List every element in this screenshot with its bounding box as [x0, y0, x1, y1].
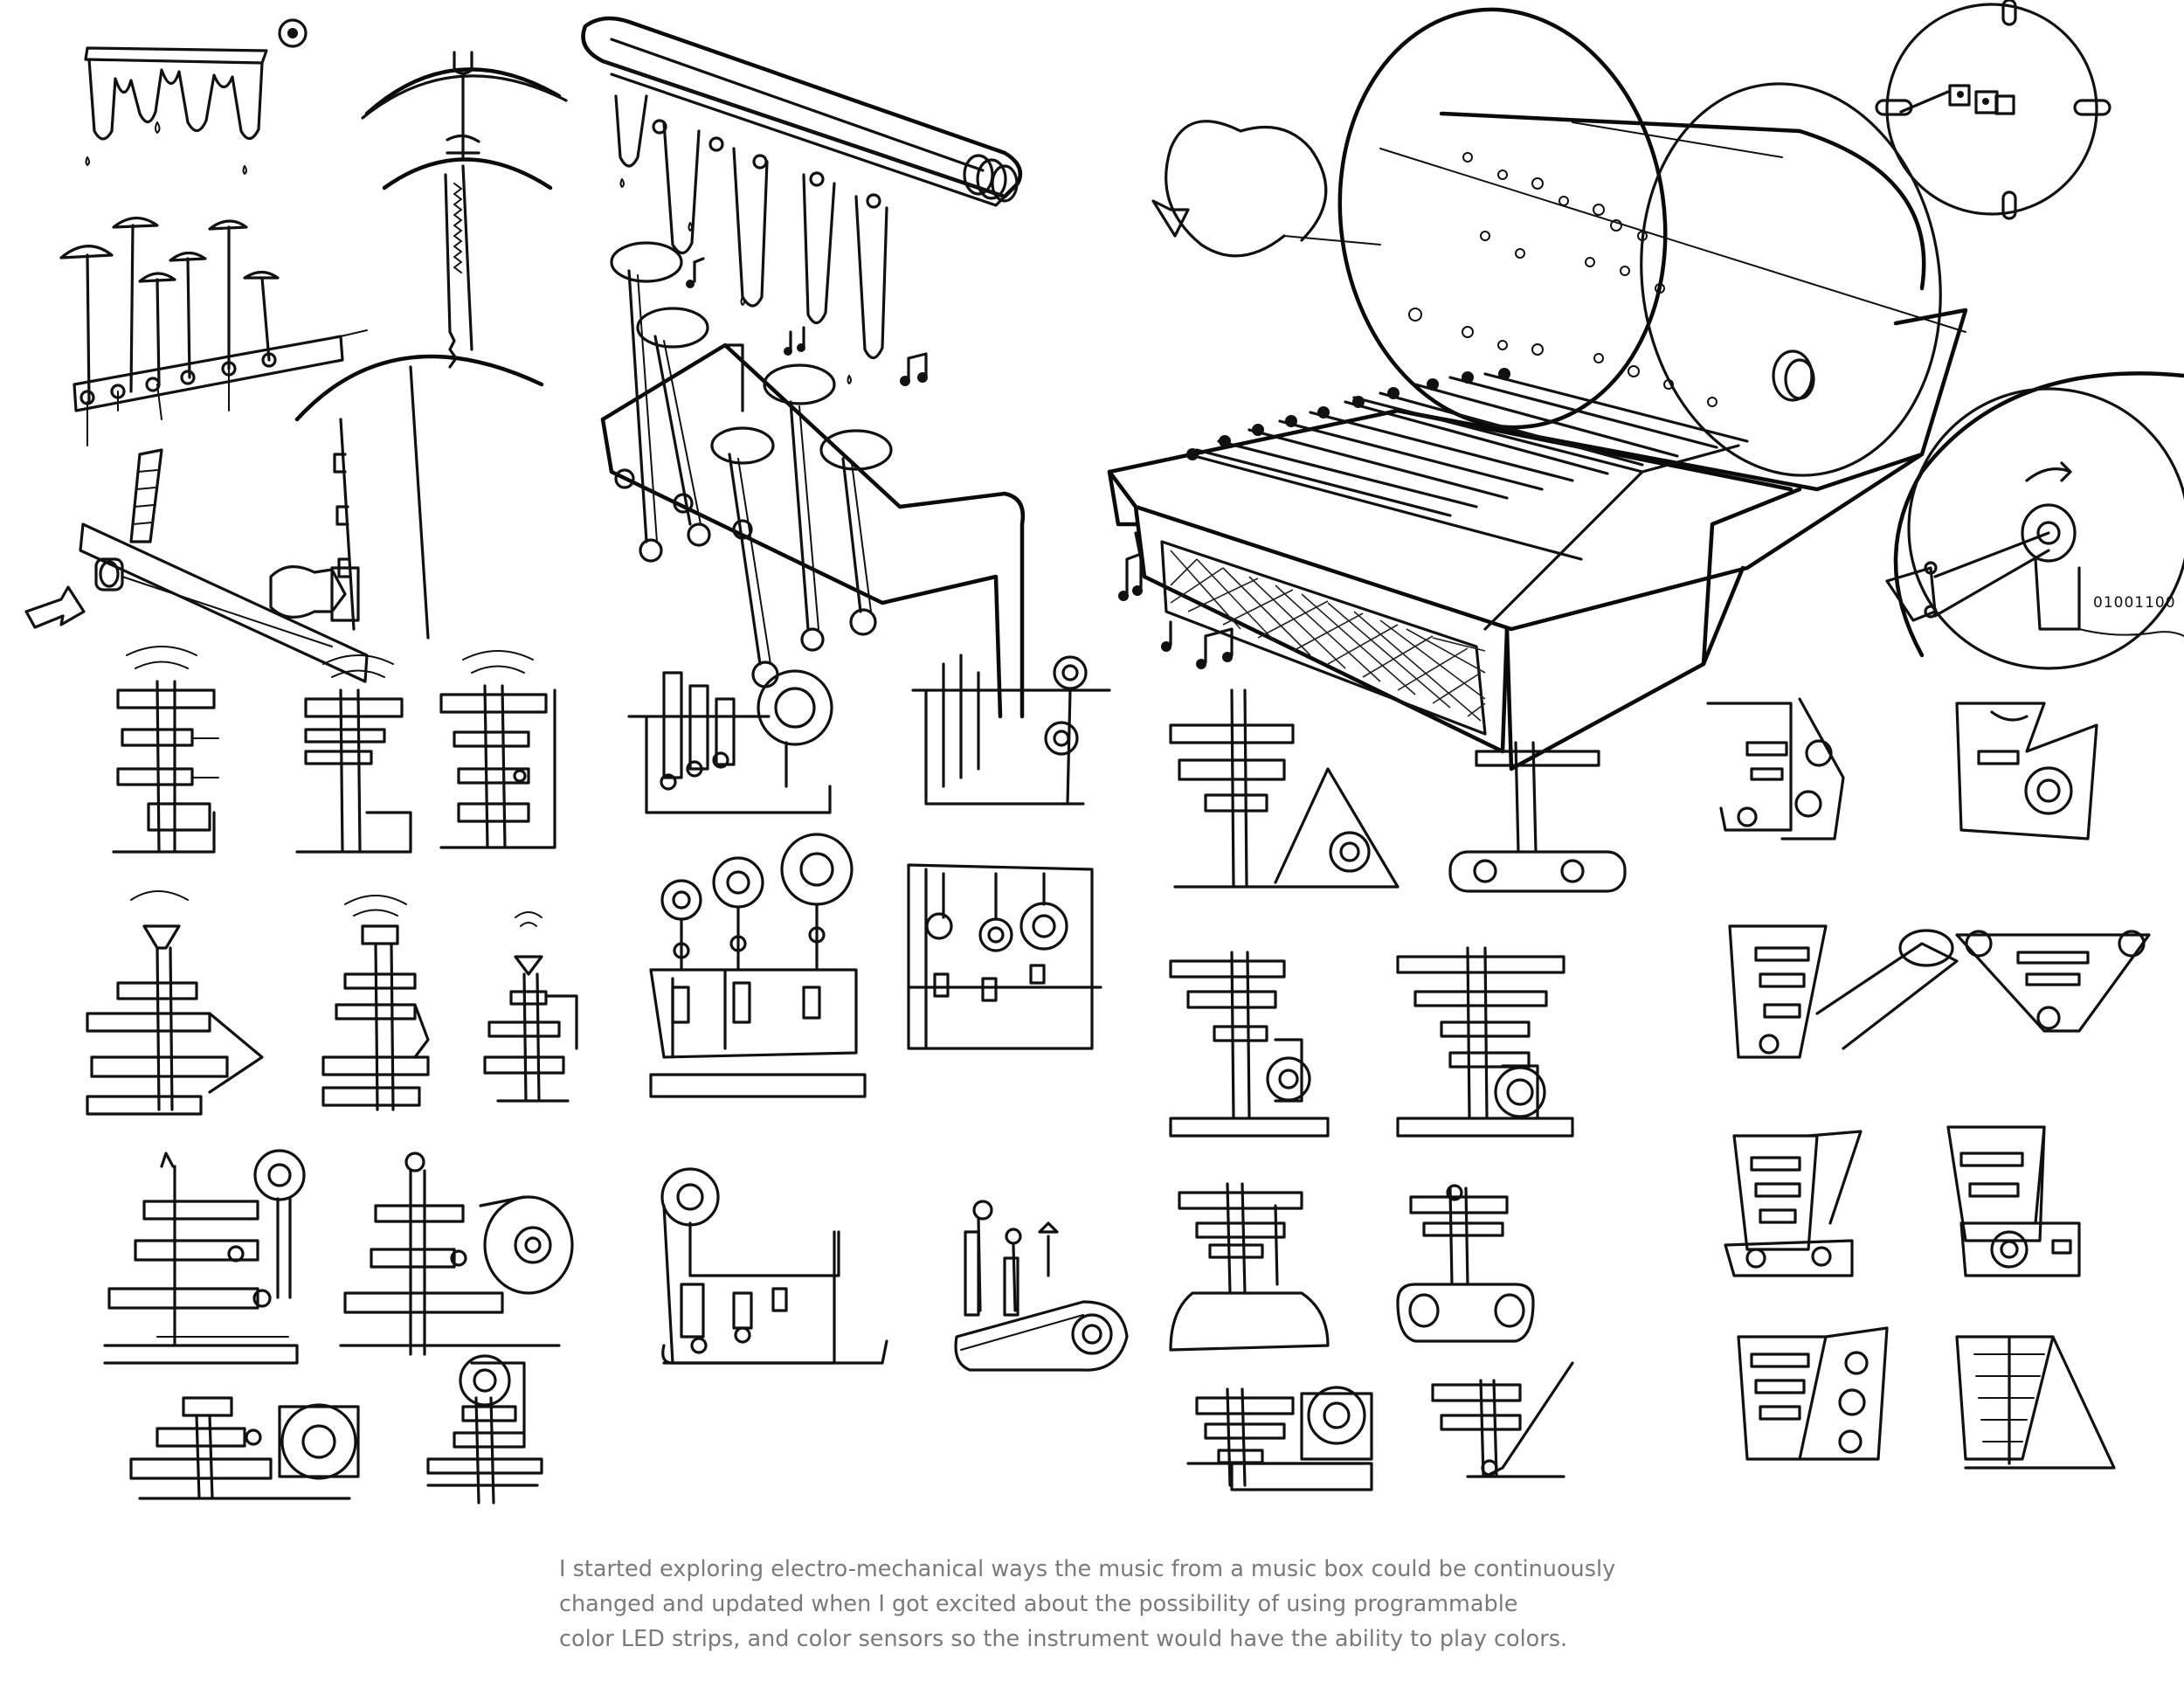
thumbnail-sketch-row4	[129, 1354, 1574, 1505]
thumbnail-sketch-row1-right	[1706, 697, 2098, 841]
hammer-row-sketch	[59, 216, 368, 543]
caption-line: changed and updated when I got excited a…	[559, 1591, 1518, 1617]
binary-code-label: 01001100	[2093, 594, 2176, 612]
thumbnail-sketch-row3-right	[1724, 1125, 2081, 1277]
thumbnail-sketch-row3	[103, 1149, 1535, 1372]
crank-circle-sketch-top	[1875, 0, 2111, 220]
thumbnail-sketch-row2-right	[1728, 924, 2151, 1059]
thumbnail-sketch-row2	[86, 833, 1102, 1116]
caption-line: I started exploring electro-mechanical w…	[559, 1556, 1616, 1582]
icicle-trough-sketch	[581, 16, 1023, 384]
crank-circle-sketch-bottom: 01001100	[1885, 371, 2184, 670]
caption: I started exploring electro-mechanical w…	[559, 1552, 1712, 1657]
thumbnail-sketch-row2-mid	[1169, 946, 1574, 1138]
dripping-trough-sketch	[84, 18, 308, 175]
cylinder-music-box-sketch	[1107, 7, 1968, 771]
glockenspiel-frame-sketch	[600, 241, 1026, 719]
sliding-box-sketch	[24, 522, 369, 683]
arc-pendulum-sketch	[269, 51, 568, 640]
caption-line: color LED strips, and color sensors so t…	[559, 1626, 1568, 1652]
thumbnail-sketch-row1	[112, 646, 1627, 893]
thumbnail-sketch-row4-right	[1737, 1326, 2116, 1470]
